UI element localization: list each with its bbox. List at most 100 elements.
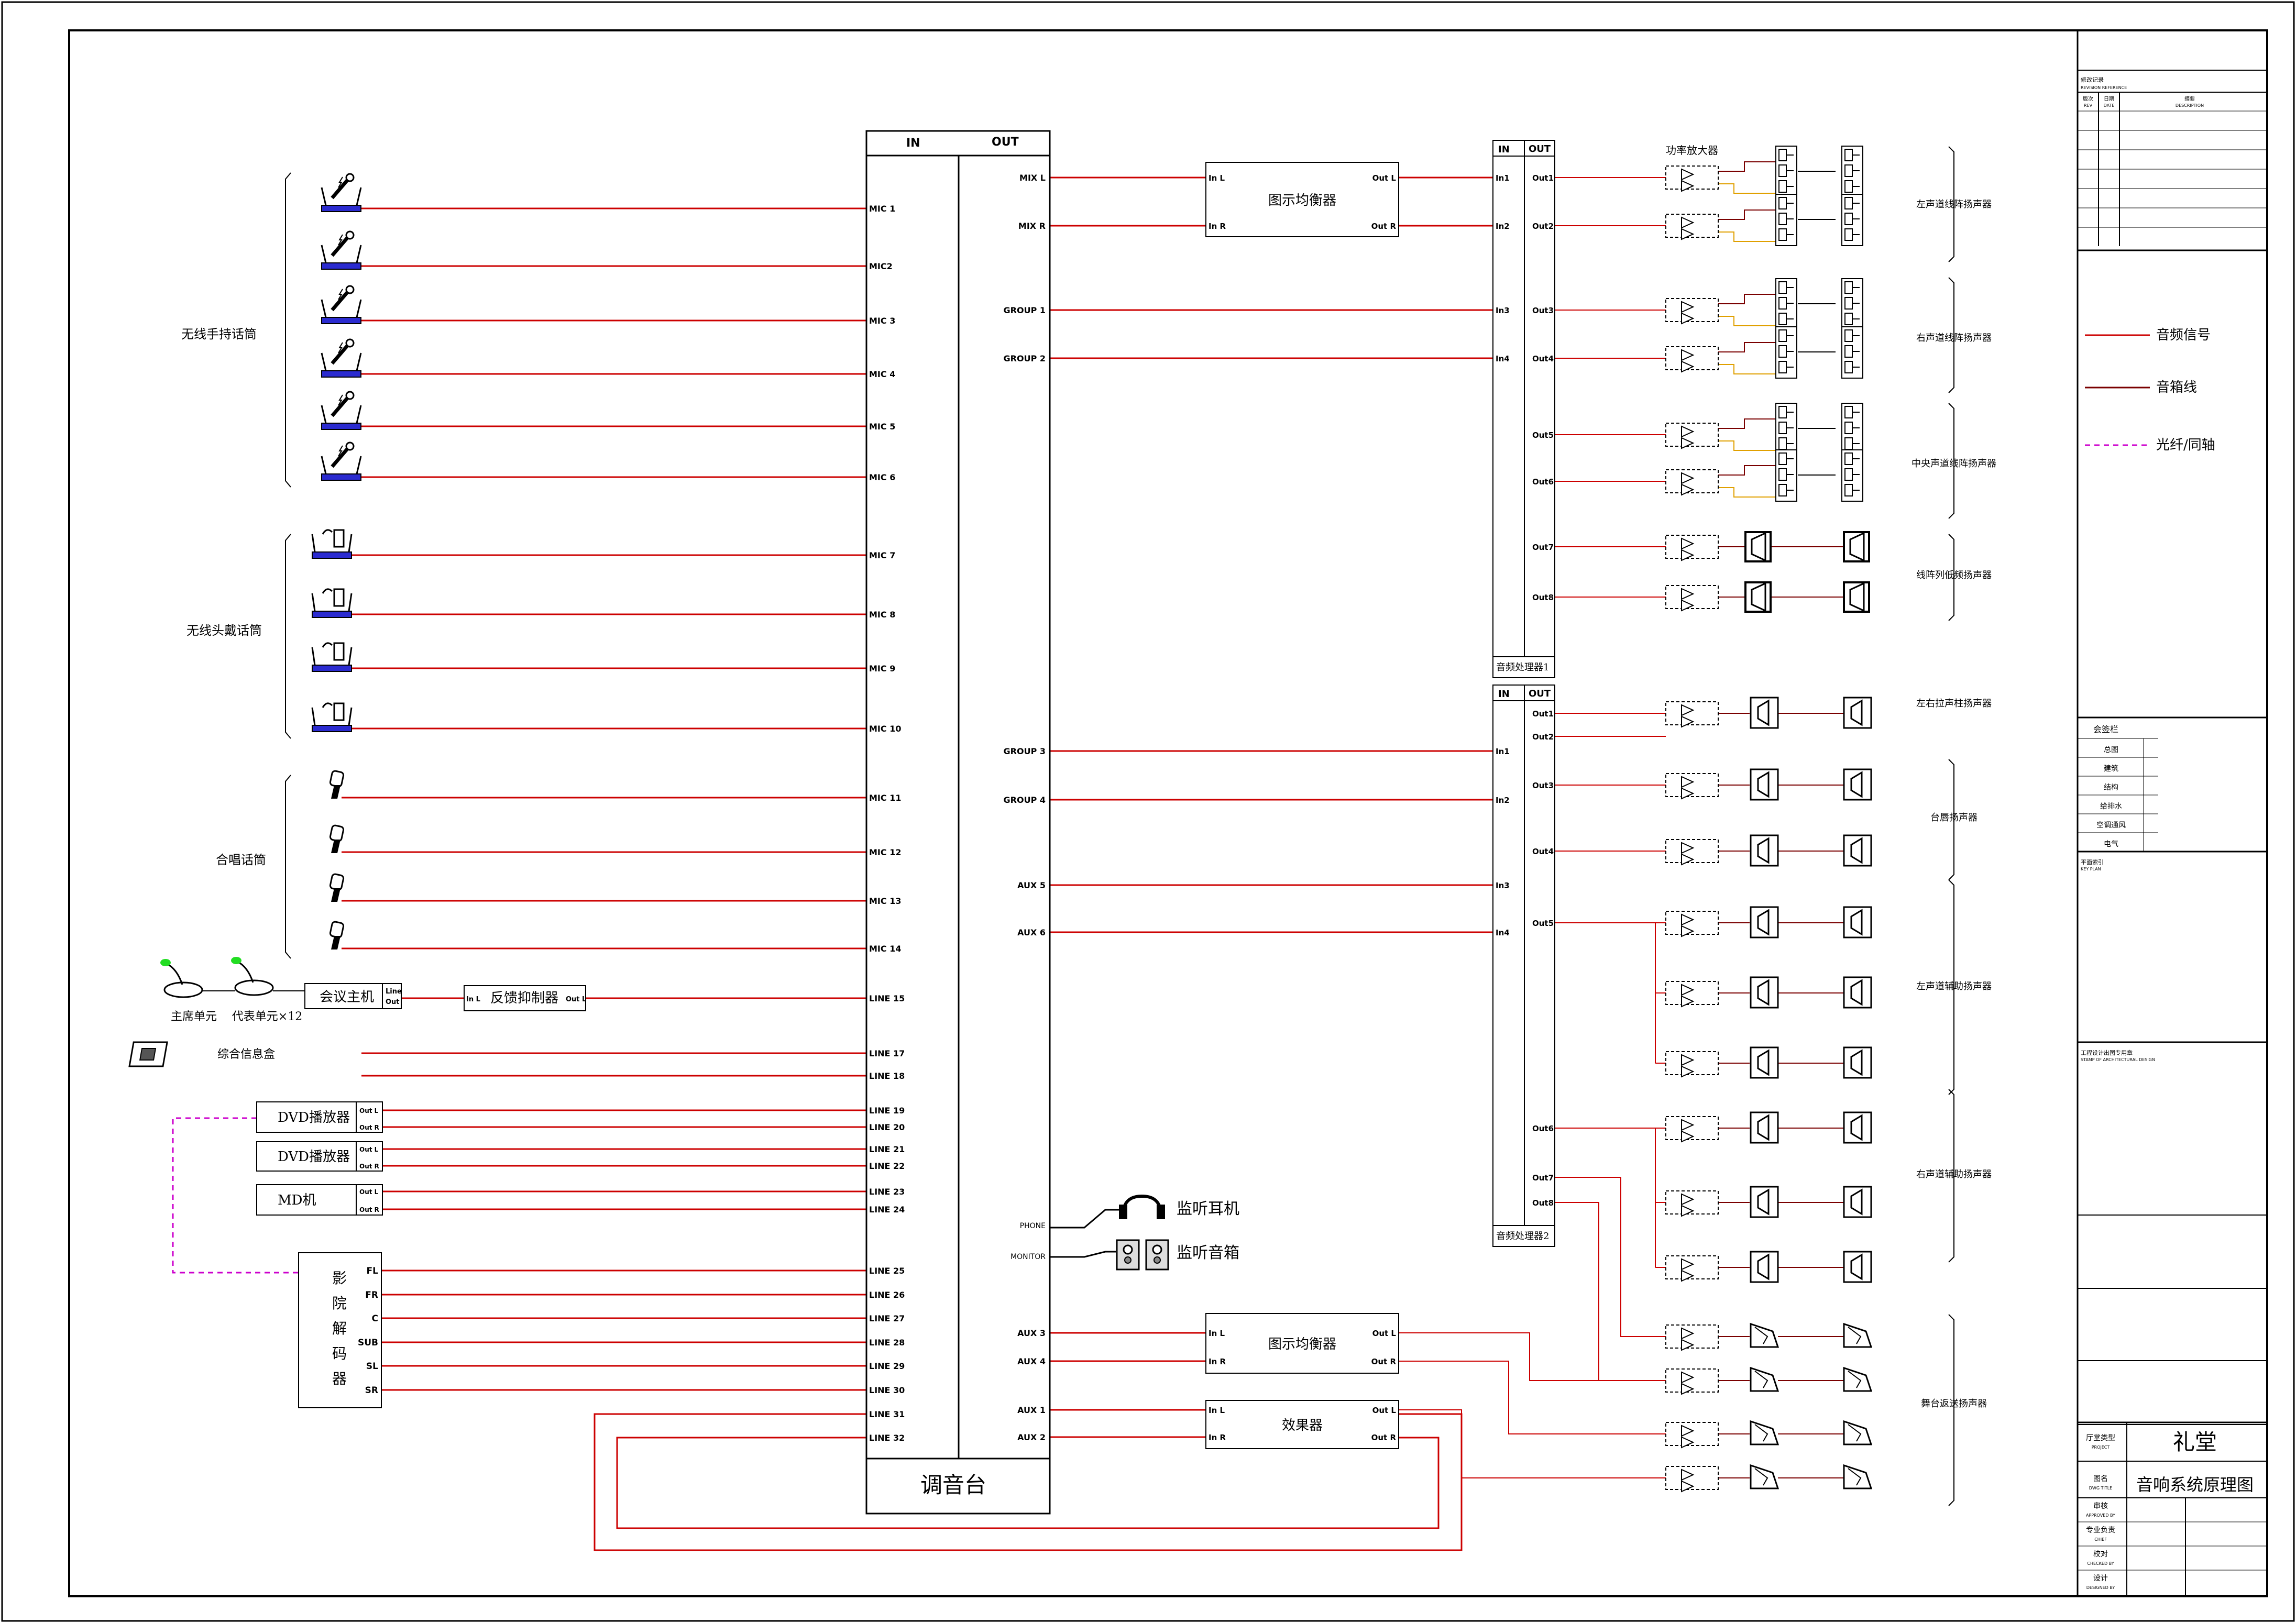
speaker-cabinet-icon [1750,1111,1779,1144]
effects-unit [1205,1400,1399,1449]
mixer-input-label: LINE 23 [869,1187,905,1197]
stamp-en: STAMP OF ARCHITECTURAL DESIGN [2081,1057,2155,1062]
mixer-output-label: AUX 3 [1017,1328,1046,1338]
headphone-cable [1050,1209,1121,1229]
graphic-eq-1-out-l: Out L [1372,173,1397,183]
speaker-cable [1718,364,1776,374]
role-en: APPROVED BY [2086,1513,2115,1518]
speaker-cabinet-icon [1750,1046,1779,1079]
speaker-group-bracket [1948,759,1954,880]
signal-lines [172,30,2267,1596]
graphic-eq-2-out-l: Out L [1372,1329,1397,1338]
line-array-speaker-icon [1841,449,1863,502]
cinema-decoder-char: 器 [332,1370,347,1387]
conference-host-label: 会议主机 [320,989,374,1005]
mixer-input-label: LINE 21 [869,1144,905,1154]
dvd-player-1-label: DVD播放器 [278,1110,350,1125]
role-en: DESIGNED BY [2086,1585,2115,1590]
mixer-input-label: MIC 3 [869,316,895,326]
choir-mic-label: 合唱话筒 [216,853,266,867]
wireless-handheld-receiver-icon [321,173,362,212]
drawing-border [68,29,2268,1597]
project-en: PROJECT [2092,1445,2110,1450]
stage-monitor-icon [1843,1420,1873,1445]
discipline-label: 建筑 [2104,765,2118,773]
headset-bracket [285,534,291,739]
speaker-group-bracket [1948,146,1954,262]
mixer-output-label: MIX R [1018,221,1046,231]
delegate-unit-label: 代表单元×12 [232,1010,302,1023]
choir-mic-icon [329,921,345,949]
speaker-group-label: 左声道线阵扬声器 [1916,199,1992,210]
audio-processor-2-out-port: Out6 [1532,1124,1554,1133]
power-amplifier-icon [1665,1116,1719,1143]
feedback-suppressor-in-port: In L [466,996,480,1003]
stage-monitor-icon [1843,1464,1873,1489]
monitor-speaker-icon [1116,1239,1169,1271]
graphic-eq-1 [1205,162,1399,237]
speaker-group-label: 左右拉声柱扬声器 [1916,698,1992,709]
mixer-output-label: GROUP 3 [1004,746,1046,756]
mixer-input-label: MIC 9 [869,664,895,674]
speaker-group-label: 左声道辅助扬声器 [1916,981,1992,992]
line-array-speaker-icon [1841,146,1863,198]
power-amplifier-icon [1665,1324,1719,1351]
speaker-cable [1718,487,1776,498]
feedback-suppressor-label: 反馈抑制器 [490,990,558,1006]
power-amplifier-icon [1665,701,1719,728]
wireless-handheld-label: 无线手持话筒 [181,327,257,341]
mixer-output-label: GROUP 1 [1004,305,1046,315]
power-amplifier-icon [1665,214,1719,240]
speaker-cabinet-icon [1843,1111,1872,1144]
mixer-title: 调音台 [920,1472,986,1498]
conference-host-out-port: Out [386,998,400,1006]
wireless-headset-receiver-icon [311,702,353,732]
wireless-headset-receiver-icon [311,642,353,672]
legend-fiber-label: 光纤/同轴 [2156,437,2215,453]
power-amplifier-icon [1665,1466,1719,1493]
discipline-label: 总图 [2104,746,2118,754]
cinema-decoder-char: 解 [332,1320,347,1337]
speaker-cable [1718,342,1776,352]
audio-processor-1-out-port: Out1 [1532,173,1554,183]
md-player-label: MD机 [278,1193,316,1208]
speaker-cabinet-icon [1843,834,1872,867]
mixer-input-label: LINE 31 [869,1409,905,1419]
speaker-group-bracket [1948,534,1954,621]
speaker-cable [1718,209,1776,220]
fx-out-monitor [1399,1409,1666,1478]
audio-processor-2-in-port: In4 [1496,928,1510,937]
speaker-cabinet-icon [1843,1186,1872,1218]
choir-mic-icon [329,770,345,799]
line-array-speaker-icon [1775,403,1797,455]
audio-processor-1-in-port: In1 [1496,173,1510,183]
mixer-output-label: MIX L [1019,173,1046,183]
dvd-player-1-out-l: Out L [359,1107,379,1114]
speaker-cabinet-icon [1843,768,1872,801]
cinema-decoder-box [298,1252,382,1408]
choir-mic-icon [329,824,345,853]
headphone-icon [1119,1194,1165,1219]
graphic-eq-1-out-r: Out R [1371,222,1397,231]
audio-processor-2-in-label: IN [1498,689,1510,700]
rev-col-label: 日期 [2104,96,2114,102]
monitor-headphones-label: 监听耳机 [1177,1200,1239,1218]
mixer-input-label: LINE 30 [869,1385,905,1395]
chairman-unit-icon [160,959,203,998]
decoder-port-label: FR [365,1290,378,1300]
chairman-unit-label: 主席单元 [171,1010,217,1023]
speaker-cable [1718,231,1776,242]
audio-processor-2 [1492,684,1555,1247]
audio-processor-2-out-label: OUT [1529,688,1551,699]
mixer-input-label: LINE 15 [869,993,905,1003]
mixer-frame [865,130,1051,1515]
audio-processor-1-in-port: In2 [1496,222,1510,231]
dvd-player-2-out-l: Out L [359,1146,379,1153]
audio-processor-2-out-port: Out8 [1532,1198,1554,1208]
speaker-group-bracket [1948,1314,1954,1506]
stamp-label: 工程设计出图专用章 [2081,1049,2133,1056]
drawing-title: 音响系统原理图 [2136,1475,2254,1495]
power-amplifier-icon [1665,1051,1719,1078]
